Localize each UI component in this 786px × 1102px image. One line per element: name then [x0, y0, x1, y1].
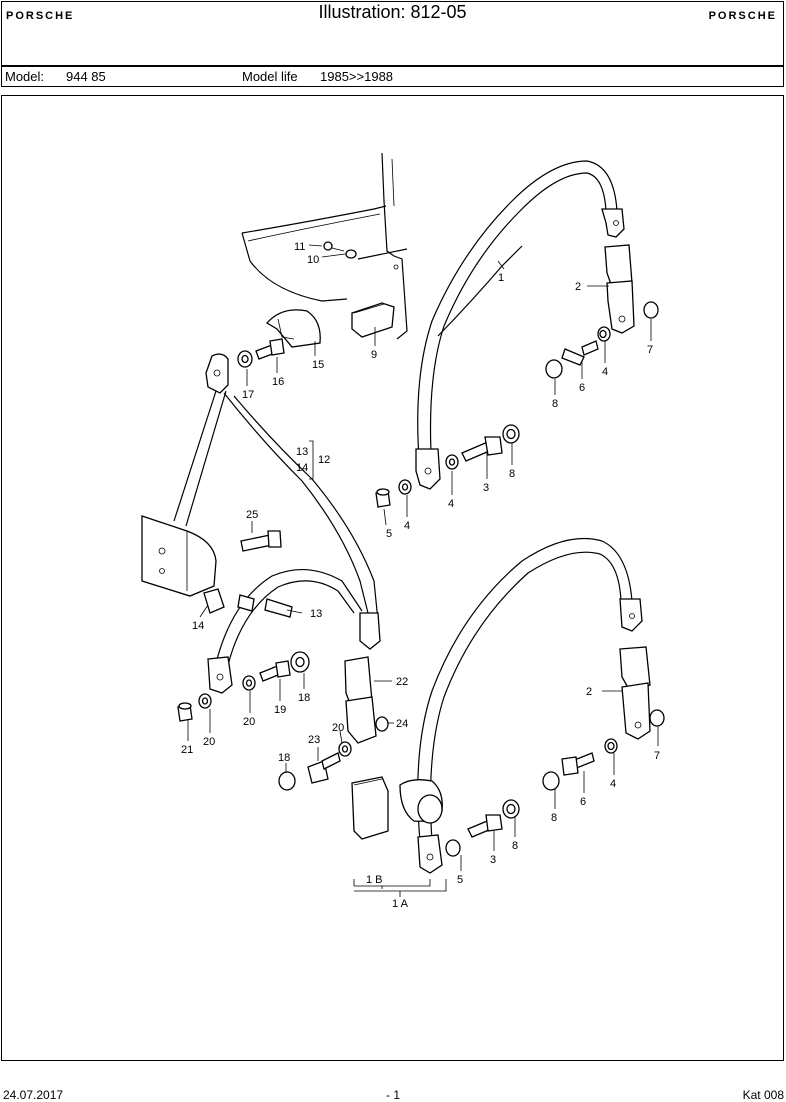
callout-10: 10 [307, 254, 319, 266]
callout-23: 23 [308, 734, 320, 746]
callout-6: 6 [579, 382, 585, 394]
callout-8: 8 [551, 812, 557, 824]
model-label: Model: [5, 69, 45, 84]
callout-4: 4 [602, 366, 608, 378]
callout-1a: 1 A [392, 898, 409, 910]
model-life-value: 1985>>1988 [320, 69, 394, 84]
model-life-label: Model life [242, 69, 298, 84]
callout-2: 2 [575, 281, 581, 293]
callout-21: 21 [181, 744, 193, 756]
callout-2: 2 [586, 686, 592, 698]
callout-11: 11 [294, 241, 305, 253]
footer-catalog: Kat 008 [742, 1088, 784, 1102]
callout-16: 16 [272, 376, 284, 388]
trim-cover-parts [265, 241, 395, 348]
seat-belt-exploded-diagram: 1 2 7 4 6 8 8 3 4 4 5 9 10 11 15 16 17 1… [141, 152, 665, 910]
callout-5: 5 [386, 528, 392, 540]
front-belt-assembly [415, 160, 635, 490]
model-value: 944 85 [66, 69, 106, 84]
callout-6: 6 [580, 796, 586, 808]
rear-belt-hardware [177, 651, 389, 791]
callout-13: 13 [310, 608, 322, 620]
callout-8: 8 [552, 398, 558, 410]
callout-13: 13 [296, 446, 308, 458]
front-belt-hardware [375, 301, 659, 508]
callout-17: 17 [242, 389, 254, 401]
rear-belt-upper [141, 338, 381, 650]
rear-belt-lower [203, 530, 363, 694]
callout-1: 1 [498, 272, 504, 284]
callout-7: 7 [654, 750, 660, 762]
illustration-title: Illustration: 812-05 [318, 2, 467, 22]
callout-24: 24 [396, 718, 408, 730]
body-panel-outline [241, 152, 408, 340]
callout-1b: 1 B [366, 874, 383, 886]
callout-25: 25 [246, 509, 258, 521]
callout-8: 8 [509, 468, 515, 480]
callout-20: 20 [243, 716, 255, 728]
callout-leaders [187, 244, 659, 897]
callout-5: 5 [457, 874, 463, 886]
footer-date: 24.07.2017 [3, 1088, 64, 1102]
callout-19: 19 [274, 704, 286, 716]
callout-8: 8 [512, 840, 518, 852]
diagram-frame: 1 2 7 4 6 8 8 3 4 4 5 9 10 11 15 16 17 1… [1, 95, 784, 1061]
rear-belt-assembly [351, 537, 665, 874]
callout-22: 22 [396, 676, 408, 688]
model-bar: Model: 944 85 Model life 1985>>1988 [1, 67, 784, 87]
brand-logo-right: PORSCHE [708, 10, 777, 22]
callout-4: 4 [610, 778, 616, 790]
brand-logo-left: PORSCHE [6, 10, 75, 22]
callout-14: 14 [192, 620, 204, 632]
callout-18: 18 [298, 692, 310, 704]
callout-12: 12 [318, 454, 330, 466]
callout-7: 7 [647, 344, 653, 356]
callout-20: 20 [203, 736, 215, 748]
callout-4: 4 [448, 498, 454, 510]
callout-3: 3 [490, 854, 496, 866]
callout-labels: 1 2 7 4 6 8 8 3 4 4 5 9 10 11 15 16 17 1… [181, 241, 660, 910]
callout-3: 3 [483, 482, 489, 494]
callout-9: 9 [371, 349, 377, 361]
callout-18: 18 [278, 752, 290, 764]
callout-20: 20 [332, 722, 344, 734]
callout-14: 14 [296, 462, 308, 474]
callout-15: 15 [312, 359, 324, 371]
header: PORSCHE Illustration: 812-05 PORSCHE [1, 1, 784, 67]
callout-4: 4 [404, 520, 410, 532]
footer-page-number: - 1 [386, 1088, 401, 1102]
